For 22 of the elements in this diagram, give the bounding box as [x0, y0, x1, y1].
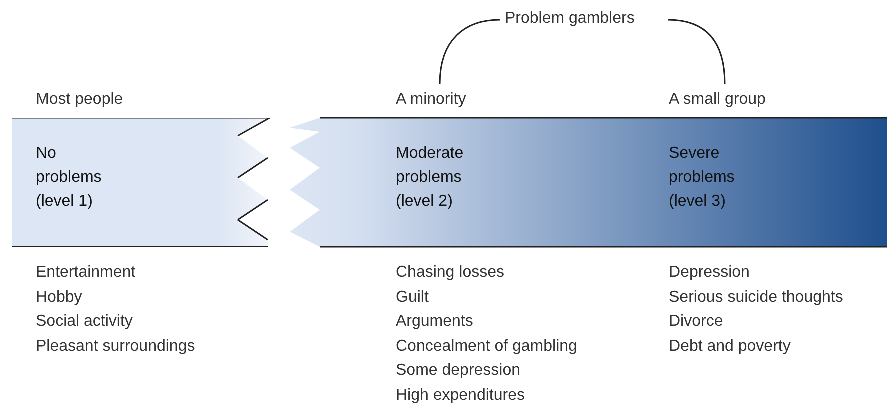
band-segment: [12, 118, 270, 247]
level-label: Severe problems (level 3): [669, 144, 736, 212]
list-item: High expenditures: [396, 386, 525, 404]
group-label: A small group: [669, 91, 766, 109]
list-item: Entertainment: [36, 264, 136, 282]
level-label: No problems (level 1): [36, 144, 103, 212]
list-item: Divorce: [669, 313, 724, 331]
level-label: Moderate problems (level 2): [396, 144, 465, 212]
list-item: Arguments: [396, 313, 474, 331]
list-item: Pleasant surroundings: [36, 338, 196, 356]
list-item: Social activity: [36, 313, 133, 331]
list-item: Hobby: [36, 288, 82, 306]
group-label: A minority: [396, 91, 466, 109]
list-item: Some depression: [396, 362, 521, 380]
list-item: Chasing losses: [396, 264, 504, 282]
list-item: Concealment of gambling: [396, 338, 578, 356]
list-item: Debt and poverty: [669, 338, 791, 356]
list-item: Guilt: [396, 288, 429, 306]
bracket-label: Problem gamblers: [505, 10, 635, 28]
group-label: Most people: [36, 91, 124, 109]
list-item: Depression: [669, 264, 750, 282]
list-item: Serious suicide thoughts: [669, 288, 844, 306]
